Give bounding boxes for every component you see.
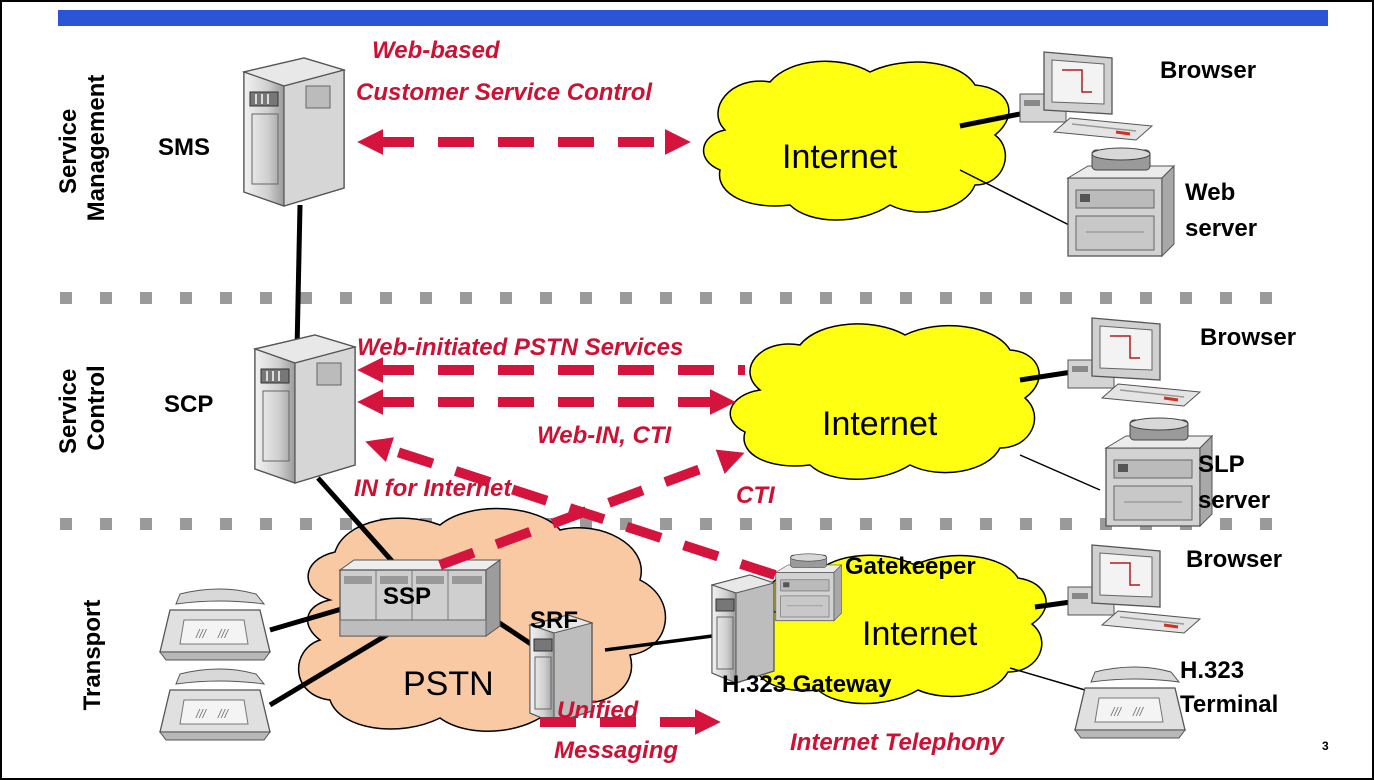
ssp-label: SSP (383, 583, 431, 610)
service-flows (357, 129, 777, 735)
h323-gateway-icon (711, 574, 775, 684)
sms-label: SMS (158, 134, 210, 161)
slp-server-disk-icon (1105, 417, 1213, 527)
browser-label: Browser (1200, 324, 1296, 351)
physical-links (268, 107, 1101, 708)
browser-workstation-icon (1066, 316, 1202, 408)
flow-internet-telephony-label: Internet Telephony (790, 729, 1005, 756)
sms-server-icon (243, 57, 345, 207)
h323-terminal-telephone-icon (1074, 666, 1186, 739)
cloud-icon (729, 323, 1040, 480)
cloud-icon (702, 60, 1010, 221)
h323-terminal-label: H.323 Terminal (1180, 657, 1278, 718)
telephone-icon (159, 668, 271, 741)
internet-label: Internet (862, 615, 978, 653)
h323-gateway-label: H.323 Gateway (722, 671, 892, 698)
web-server-label: Web server (1185, 179, 1257, 242)
flow-cti-label: CTI (736, 482, 776, 509)
page-number: 3 (1322, 739, 1329, 753)
telephone-icon (159, 588, 271, 661)
flow-in-for-internet-label: IN for Internet (354, 475, 512, 502)
scp-server-icon (254, 334, 356, 484)
srf-label: SRF (530, 607, 578, 634)
flow-web-based-label: Web-based Customer Service Control (356, 37, 653, 106)
slp-server-label: SLP server (1198, 451, 1270, 514)
layer-transport: Transport (79, 600, 106, 711)
flow-web-in-cti-label: Web-IN, CTI (537, 422, 673, 449)
web-server-disk-icon (1067, 147, 1175, 257)
layer-service-management: Service Management (55, 75, 110, 222)
browser-label: Browser (1160, 57, 1256, 84)
internet-label: Internet (782, 138, 898, 176)
pstn-label: PSTN (403, 665, 494, 703)
gatekeeper-label: Gatekeeper (845, 553, 976, 580)
browser-label: Browser (1186, 546, 1282, 573)
browser-workstation-icon (1066, 543, 1202, 635)
scp-label: SCP (164, 391, 213, 418)
browser-workstation-icon (1018, 50, 1154, 142)
layer-service-control: Service Control (55, 362, 110, 454)
internet-label: Internet (822, 405, 938, 443)
top-bar (58, 10, 1328, 26)
flow-web-initiated-label: Web-initiated PSTN Services (357, 334, 683, 361)
flow-unified-messaging-label: Unified Messaging (554, 697, 678, 764)
